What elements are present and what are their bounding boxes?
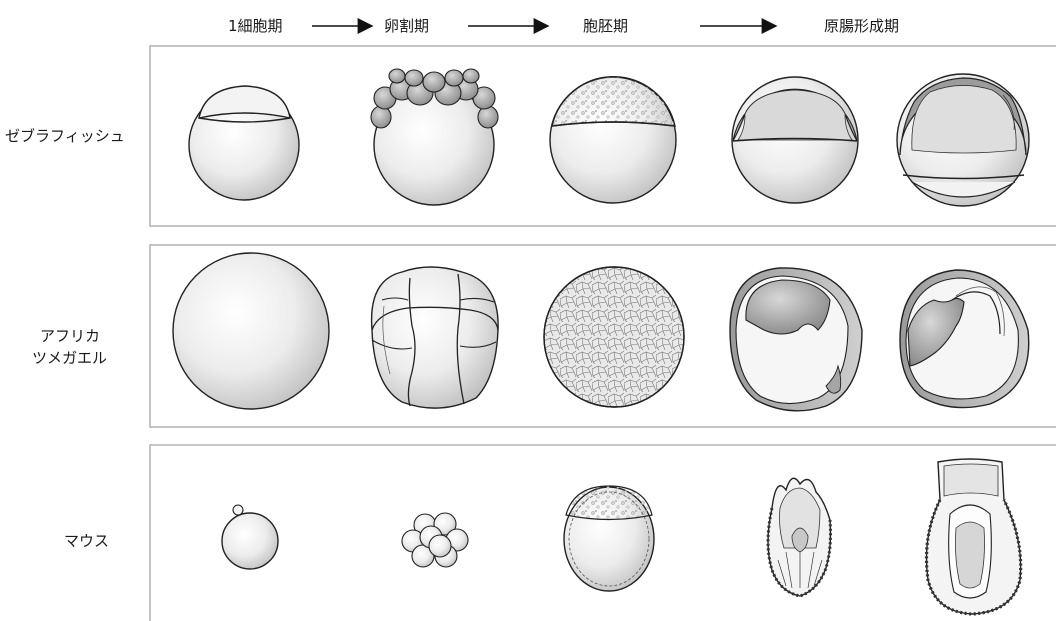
zebrafish-blastula-embryo	[550, 77, 676, 203]
zebrafish-early-gastrula-embryo	[732, 77, 858, 203]
mouse-one-cell-embryo	[222, 505, 278, 569]
xenopus-early-gastrula-embryo	[730, 268, 862, 411]
zebrafish-one-cell-embryo	[189, 86, 299, 200]
row-label-zebrafish: ゼブラフィッシュ	[5, 127, 125, 145]
row-label-xenopus-line2: ツメガエル	[32, 349, 107, 367]
row-label-mouse: マウス	[64, 532, 109, 550]
mouse-blastocyst-embryo	[564, 486, 654, 591]
stage-label-gastrula: 原腸形成期	[824, 17, 899, 35]
xenopus-one-cell-embryo	[173, 253, 329, 409]
stage-label-one-cell: 1細胞期	[228, 17, 283, 35]
stage-label-blastula: 胞胚期	[583, 17, 628, 35]
mouse-early-gastrula-embryo	[768, 478, 831, 596]
stage-label-cleavage: 卵割期	[384, 17, 429, 35]
row-label-xenopus-line1: アフリカ	[40, 327, 100, 345]
zebrafish-late-gastrula-embryo	[897, 74, 1029, 206]
zebrafish-cleavage-embryo	[371, 69, 498, 205]
mouse-cleavage-embryo	[402, 513, 468, 567]
xenopus-cleavage-embryo	[372, 267, 499, 408]
stage-header: 1細胞期 卵割期 胞胚期 原腸形成期	[228, 17, 899, 35]
xenopus-blastula-embryo	[544, 267, 684, 407]
mouse-late-gastrula-embryo	[927, 459, 1021, 614]
